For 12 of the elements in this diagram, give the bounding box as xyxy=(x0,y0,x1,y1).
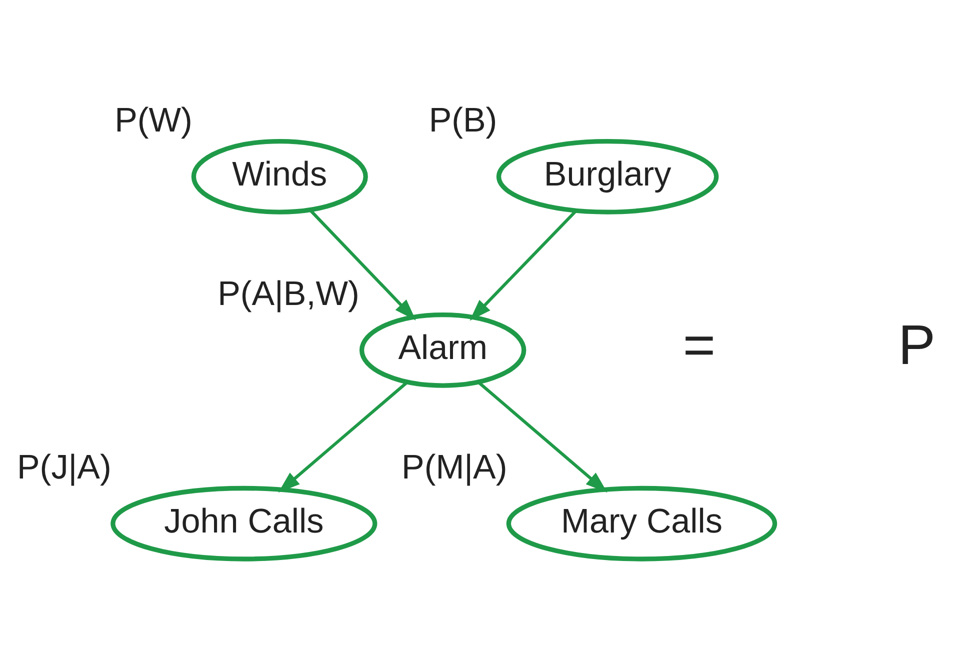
label: = xyxy=(682,312,716,376)
node-ellipse: Mary Calls xyxy=(506,485,778,561)
node-label: P(W) xyxy=(114,101,192,140)
node-ellipse: John Calls xyxy=(110,485,378,561)
node-ellipse: Alarm xyxy=(359,312,526,388)
label: P xyxy=(898,312,936,376)
node-ellipse: Burglary xyxy=(496,138,719,214)
node-label: P(M|A) xyxy=(402,448,508,486)
node-ellipse: Winds xyxy=(191,138,368,214)
node-label: P(B) xyxy=(428,101,498,140)
node-label: P(J|A) xyxy=(17,448,112,486)
node-label: P(A|B,W) xyxy=(218,274,360,313)
